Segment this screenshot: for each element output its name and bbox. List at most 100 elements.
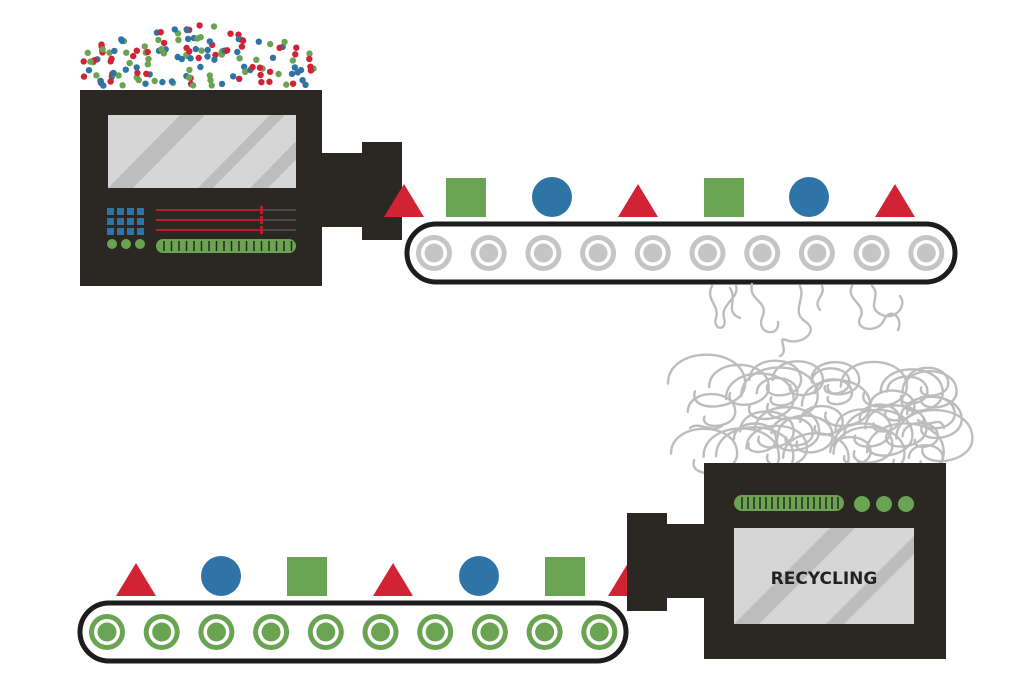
status-light	[107, 239, 117, 249]
progress-meter	[156, 239, 296, 253]
pellet	[204, 53, 211, 60]
fiber-strand	[707, 363, 770, 406]
pellet	[119, 82, 126, 89]
circle-item	[532, 177, 572, 217]
pellet	[255, 38, 262, 45]
pellet	[123, 49, 130, 56]
pellet	[306, 50, 313, 57]
pellet	[302, 81, 309, 89]
roller-core	[261, 622, 281, 642]
roller-core	[698, 243, 717, 263]
roller-core	[480, 622, 500, 642]
pellet	[133, 64, 140, 71]
pellet	[208, 82, 215, 89]
pellet	[186, 66, 193, 74]
status-lights	[854, 496, 914, 512]
circle-item	[459, 556, 499, 596]
fiber-strand	[728, 286, 742, 320]
pellet	[240, 63, 248, 70]
pellet	[80, 58, 87, 65]
roller-core	[589, 622, 609, 642]
roller-core	[533, 243, 553, 263]
pellet	[269, 54, 277, 61]
roller-core	[152, 622, 172, 642]
triangle-item	[618, 184, 658, 217]
pellet	[97, 77, 104, 85]
pellet	[142, 80, 149, 87]
pellet	[87, 58, 94, 65]
machine-nozzle	[320, 153, 366, 227]
pellet	[299, 77, 306, 84]
pellet	[183, 26, 191, 34]
pellet	[111, 47, 118, 55]
pellet	[218, 80, 226, 88]
circle-item	[789, 177, 829, 217]
pellet	[224, 47, 231, 54]
machine-screen: RECYCLING	[734, 528, 914, 624]
roller-core	[916, 243, 936, 263]
pellet	[157, 29, 164, 36]
square-item	[545, 557, 585, 596]
pellet	[155, 36, 162, 44]
keypad-key	[117, 228, 124, 235]
slider-knob	[260, 216, 263, 224]
square-item	[446, 178, 486, 217]
fiber-strand	[868, 389, 916, 422]
pellet	[185, 74, 193, 81]
pellet	[257, 71, 264, 79]
status-light	[898, 496, 914, 512]
roller-core	[424, 243, 444, 263]
keypad-key	[127, 218, 134, 225]
pellet	[183, 44, 190, 52]
pellet	[130, 52, 137, 60]
roller-core	[425, 622, 445, 642]
pellet	[289, 80, 297, 87]
status-light	[121, 239, 131, 249]
pellet	[84, 49, 92, 56]
pellet	[292, 51, 299, 58]
pellet	[126, 59, 133, 67]
pellet	[196, 22, 203, 29]
pellet	[99, 46, 106, 53]
pellet	[207, 77, 214, 84]
keypad-key	[117, 208, 124, 215]
pellet	[236, 75, 243, 83]
fiber-strand	[895, 408, 974, 463]
roller-core	[752, 243, 772, 263]
keypad-key	[127, 208, 134, 215]
pellet	[159, 78, 166, 86]
plastic-items-bottom	[116, 556, 648, 596]
production-machine	[80, 90, 402, 286]
pellet	[175, 36, 182, 44]
triangle-item	[875, 184, 915, 217]
pellet	[297, 66, 305, 74]
pellet	[160, 39, 168, 47]
status-lights	[107, 239, 145, 249]
bottom-conveyor	[77, 600, 629, 664]
fiber-strand	[778, 284, 812, 358]
pellet	[206, 72, 213, 79]
pellet	[236, 55, 243, 62]
pellet	[291, 64, 298, 71]
pellet	[168, 78, 176, 85]
pellet	[289, 57, 297, 64]
pellet	[275, 70, 282, 78]
pellet	[118, 36, 125, 43]
fiber-strand	[750, 282, 780, 334]
fiber-strand	[669, 427, 739, 475]
pellet	[206, 38, 213, 45]
pellet	[281, 38, 288, 46]
plastic-items-top	[384, 177, 915, 217]
square-item	[704, 178, 744, 217]
fiber-strand	[755, 376, 799, 407]
fiber-strand	[834, 408, 893, 448]
roller-core	[479, 243, 499, 263]
pellet	[195, 54, 202, 62]
pellet	[107, 78, 114, 85]
pellet	[100, 82, 107, 89]
fiber-strand	[905, 366, 950, 397]
keypad-key	[107, 208, 114, 215]
pellet	[144, 48, 151, 56]
fiber-strand	[916, 418, 946, 430]
